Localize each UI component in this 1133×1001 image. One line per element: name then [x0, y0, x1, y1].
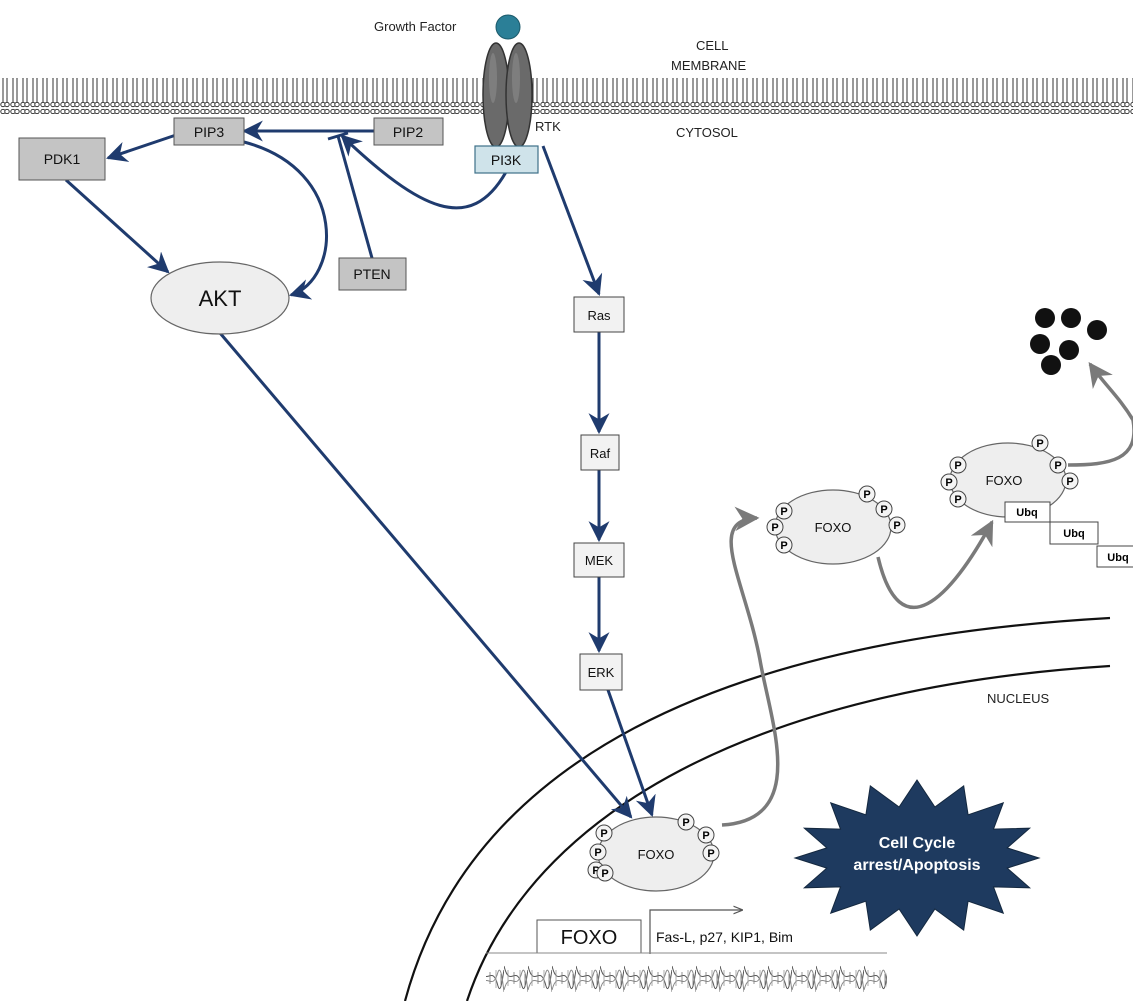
- foxo-ubiquitinated: FOXO P P P P P P Ubq Ubq Ubq: [941, 435, 1133, 567]
- svg-text:arrest/Apoptosis: arrest/Apoptosis: [853, 857, 980, 874]
- node-pdk1: PDK1: [19, 138, 105, 180]
- svg-text:P: P: [601, 868, 608, 880]
- svg-text:P: P: [600, 828, 607, 840]
- foxo-nuclear: FOXO P P P P P P P: [588, 814, 719, 891]
- nucleus-label: NUCLEUS: [987, 691, 1049, 706]
- node-raf: Raf: [581, 435, 619, 470]
- svg-text:P: P: [1066, 476, 1073, 488]
- svg-text:PIP2: PIP2: [393, 124, 424, 140]
- svg-text:Ras: Ras: [587, 308, 611, 323]
- foxo-gene: FOXO Fas-L, p27, KIP1, Bim: [486, 910, 887, 997]
- node-ras: Ras: [574, 297, 624, 332]
- svg-text:P: P: [682, 817, 689, 829]
- node-pip2: PIP2: [374, 118, 443, 145]
- outcome-starburst: Cell Cycle arrest/Apoptosis: [795, 780, 1039, 936]
- node-akt: AKT: [151, 262, 289, 334]
- svg-text:FOXO: FOXO: [815, 520, 852, 535]
- svg-text:P: P: [954, 460, 961, 472]
- cytosol-label: CYTOSOL: [676, 125, 738, 140]
- svg-text:AKT: AKT: [199, 286, 242, 311]
- svg-text:P: P: [1036, 438, 1043, 450]
- arrow-pip3-to-pdk1: [108, 135, 176, 158]
- node-mek: MEK: [574, 543, 624, 577]
- svg-text:P: P: [702, 830, 709, 842]
- growth-factor-label: Growth Factor: [374, 19, 457, 34]
- svg-text:Ubq: Ubq: [1107, 552, 1128, 564]
- pathway-arrows: [66, 131, 652, 817]
- inhibit-pten: [338, 136, 372, 258]
- svg-text:PIP3: PIP3: [194, 124, 225, 140]
- svg-text:P: P: [594, 847, 601, 859]
- svg-text:Ubq: Ubq: [1063, 528, 1084, 540]
- svg-text:MEK: MEK: [585, 553, 614, 568]
- export-arrows: [722, 364, 1133, 825]
- cell-label: CELL: [696, 38, 729, 53]
- membrane-label: MEMBRANE: [671, 58, 746, 73]
- node-pten: PTEN: [339, 258, 406, 290]
- svg-text:P: P: [780, 540, 787, 552]
- rtk-receptor-icon: [483, 43, 532, 147]
- arrow-nuclear-export: [722, 518, 778, 825]
- svg-text:ERK: ERK: [588, 665, 615, 680]
- svg-text:P: P: [780, 506, 787, 518]
- cell-membrane: [0, 78, 1133, 114]
- degradation-fragments-icon: [1030, 308, 1107, 375]
- svg-text:Raf: Raf: [590, 446, 611, 461]
- node-pip3: PIP3: [174, 118, 244, 145]
- arrow-rtk-to-ras: [543, 146, 599, 294]
- svg-text:Cell Cycle: Cell Cycle: [879, 835, 956, 852]
- foxo-cytosolic: FOXO P P P P P P: [767, 486, 905, 564]
- arrow-akt-to-foxo: [220, 333, 631, 817]
- arrow-to-degradation: [1068, 364, 1133, 465]
- svg-text:Fas-L, p27, KIP1, Bim: Fas-L, p27, KIP1, Bim: [656, 929, 793, 945]
- svg-text:Ubq: Ubq: [1016, 507, 1037, 519]
- svg-text:P: P: [893, 520, 900, 532]
- svg-text:PTEN: PTEN: [353, 266, 390, 282]
- svg-text:P: P: [863, 489, 870, 501]
- dna-strand-icon: [486, 957, 887, 997]
- svg-text:P: P: [954, 494, 961, 506]
- svg-text:P: P: [1054, 460, 1061, 472]
- svg-text:P: P: [880, 504, 887, 516]
- arrow-pdk1-to-akt: [66, 180, 168, 272]
- svg-text:FOXO: FOXO: [561, 927, 618, 949]
- node-erk: ERK: [580, 654, 622, 690]
- svg-text:P: P: [707, 848, 714, 860]
- svg-text:P: P: [945, 477, 952, 489]
- arrow-foxo-to-ubq-foxo: [878, 522, 992, 607]
- svg-text:PI3K: PI3K: [491, 152, 522, 168]
- node-pi3k: PI3K: [475, 146, 538, 173]
- svg-text:P: P: [771, 522, 778, 534]
- svg-text:FOXO: FOXO: [986, 473, 1023, 488]
- rtk-label: RTK: [535, 119, 561, 134]
- svg-text:FOXO: FOXO: [638, 847, 675, 862]
- growth-factor-icon: [496, 15, 520, 39]
- svg-text:PDK1: PDK1: [44, 151, 81, 167]
- ubq-chain: Ubq Ubq Ubq: [1005, 502, 1133, 567]
